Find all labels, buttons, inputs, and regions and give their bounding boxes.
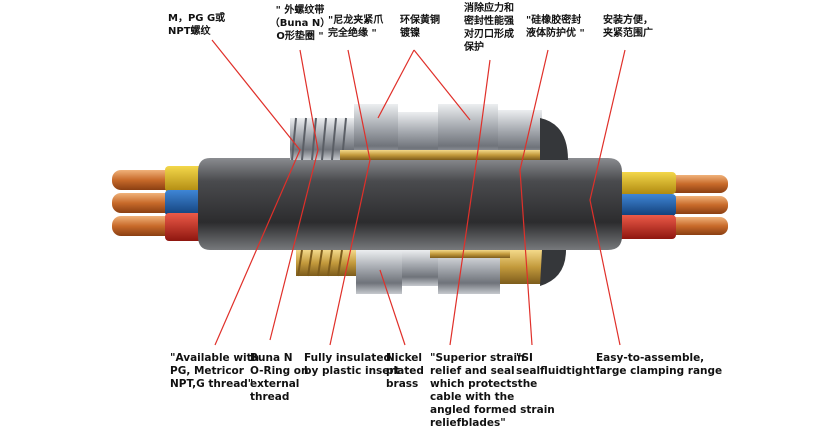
leader-insert [329, 49, 371, 346]
upper-gland-body [290, 104, 568, 161]
leader-thread [211, 39, 301, 346]
leader-assemble [589, 49, 626, 346]
label-thread-cn: M，PG G或 NPT螺纹 [168, 13, 226, 37]
leader-seal [519, 49, 549, 346]
label-brass-en: Nickel plated brass [386, 352, 424, 390]
label-seal-cn: "硅橡胶密封 液体防护优 " [526, 15, 585, 39]
label-assemble-cn: 安装方便， 夹紧范围广 [603, 15, 653, 39]
label-relief-cn: 消除应力和 密封性能强 对刃口形成 保护 [464, 3, 514, 53]
leader-relief [449, 59, 491, 346]
label-brass-cn: 环保黄铜 镀镍 [400, 15, 440, 39]
label-relief-en: "Superior strain relief and seal which p… [430, 352, 555, 429]
label-oring-cn: " 外螺纹带 （Buna N） O形垫圈 " [269, 5, 331, 42]
cable-sheath [198, 158, 622, 250]
label-thread-en: "Available with PG, Metricor NPT,G threa… [170, 352, 260, 390]
lower-gland-body [296, 249, 566, 294]
label-seal-en: "SI sealfluidtight" [516, 352, 601, 377]
leader-brass-up2 [413, 49, 471, 121]
leader-brass-up1 [377, 49, 415, 119]
label-insert-cn: "尼龙夹紧爪 完全绝缘 " [328, 15, 384, 39]
right-colored-cores [612, 172, 676, 239]
label-insert-en: Fully insulated by plastic insert [304, 352, 400, 377]
leader-brass-down [379, 269, 406, 346]
label-oring-en: Buna N O-Ring on external thread [250, 352, 309, 403]
right-copper-wires [668, 175, 728, 235]
label-assemble-en: Easy-to-assemble, large clamping range [596, 352, 723, 377]
leader-oring [269, 49, 319, 341]
left-copper-wires [112, 170, 182, 236]
